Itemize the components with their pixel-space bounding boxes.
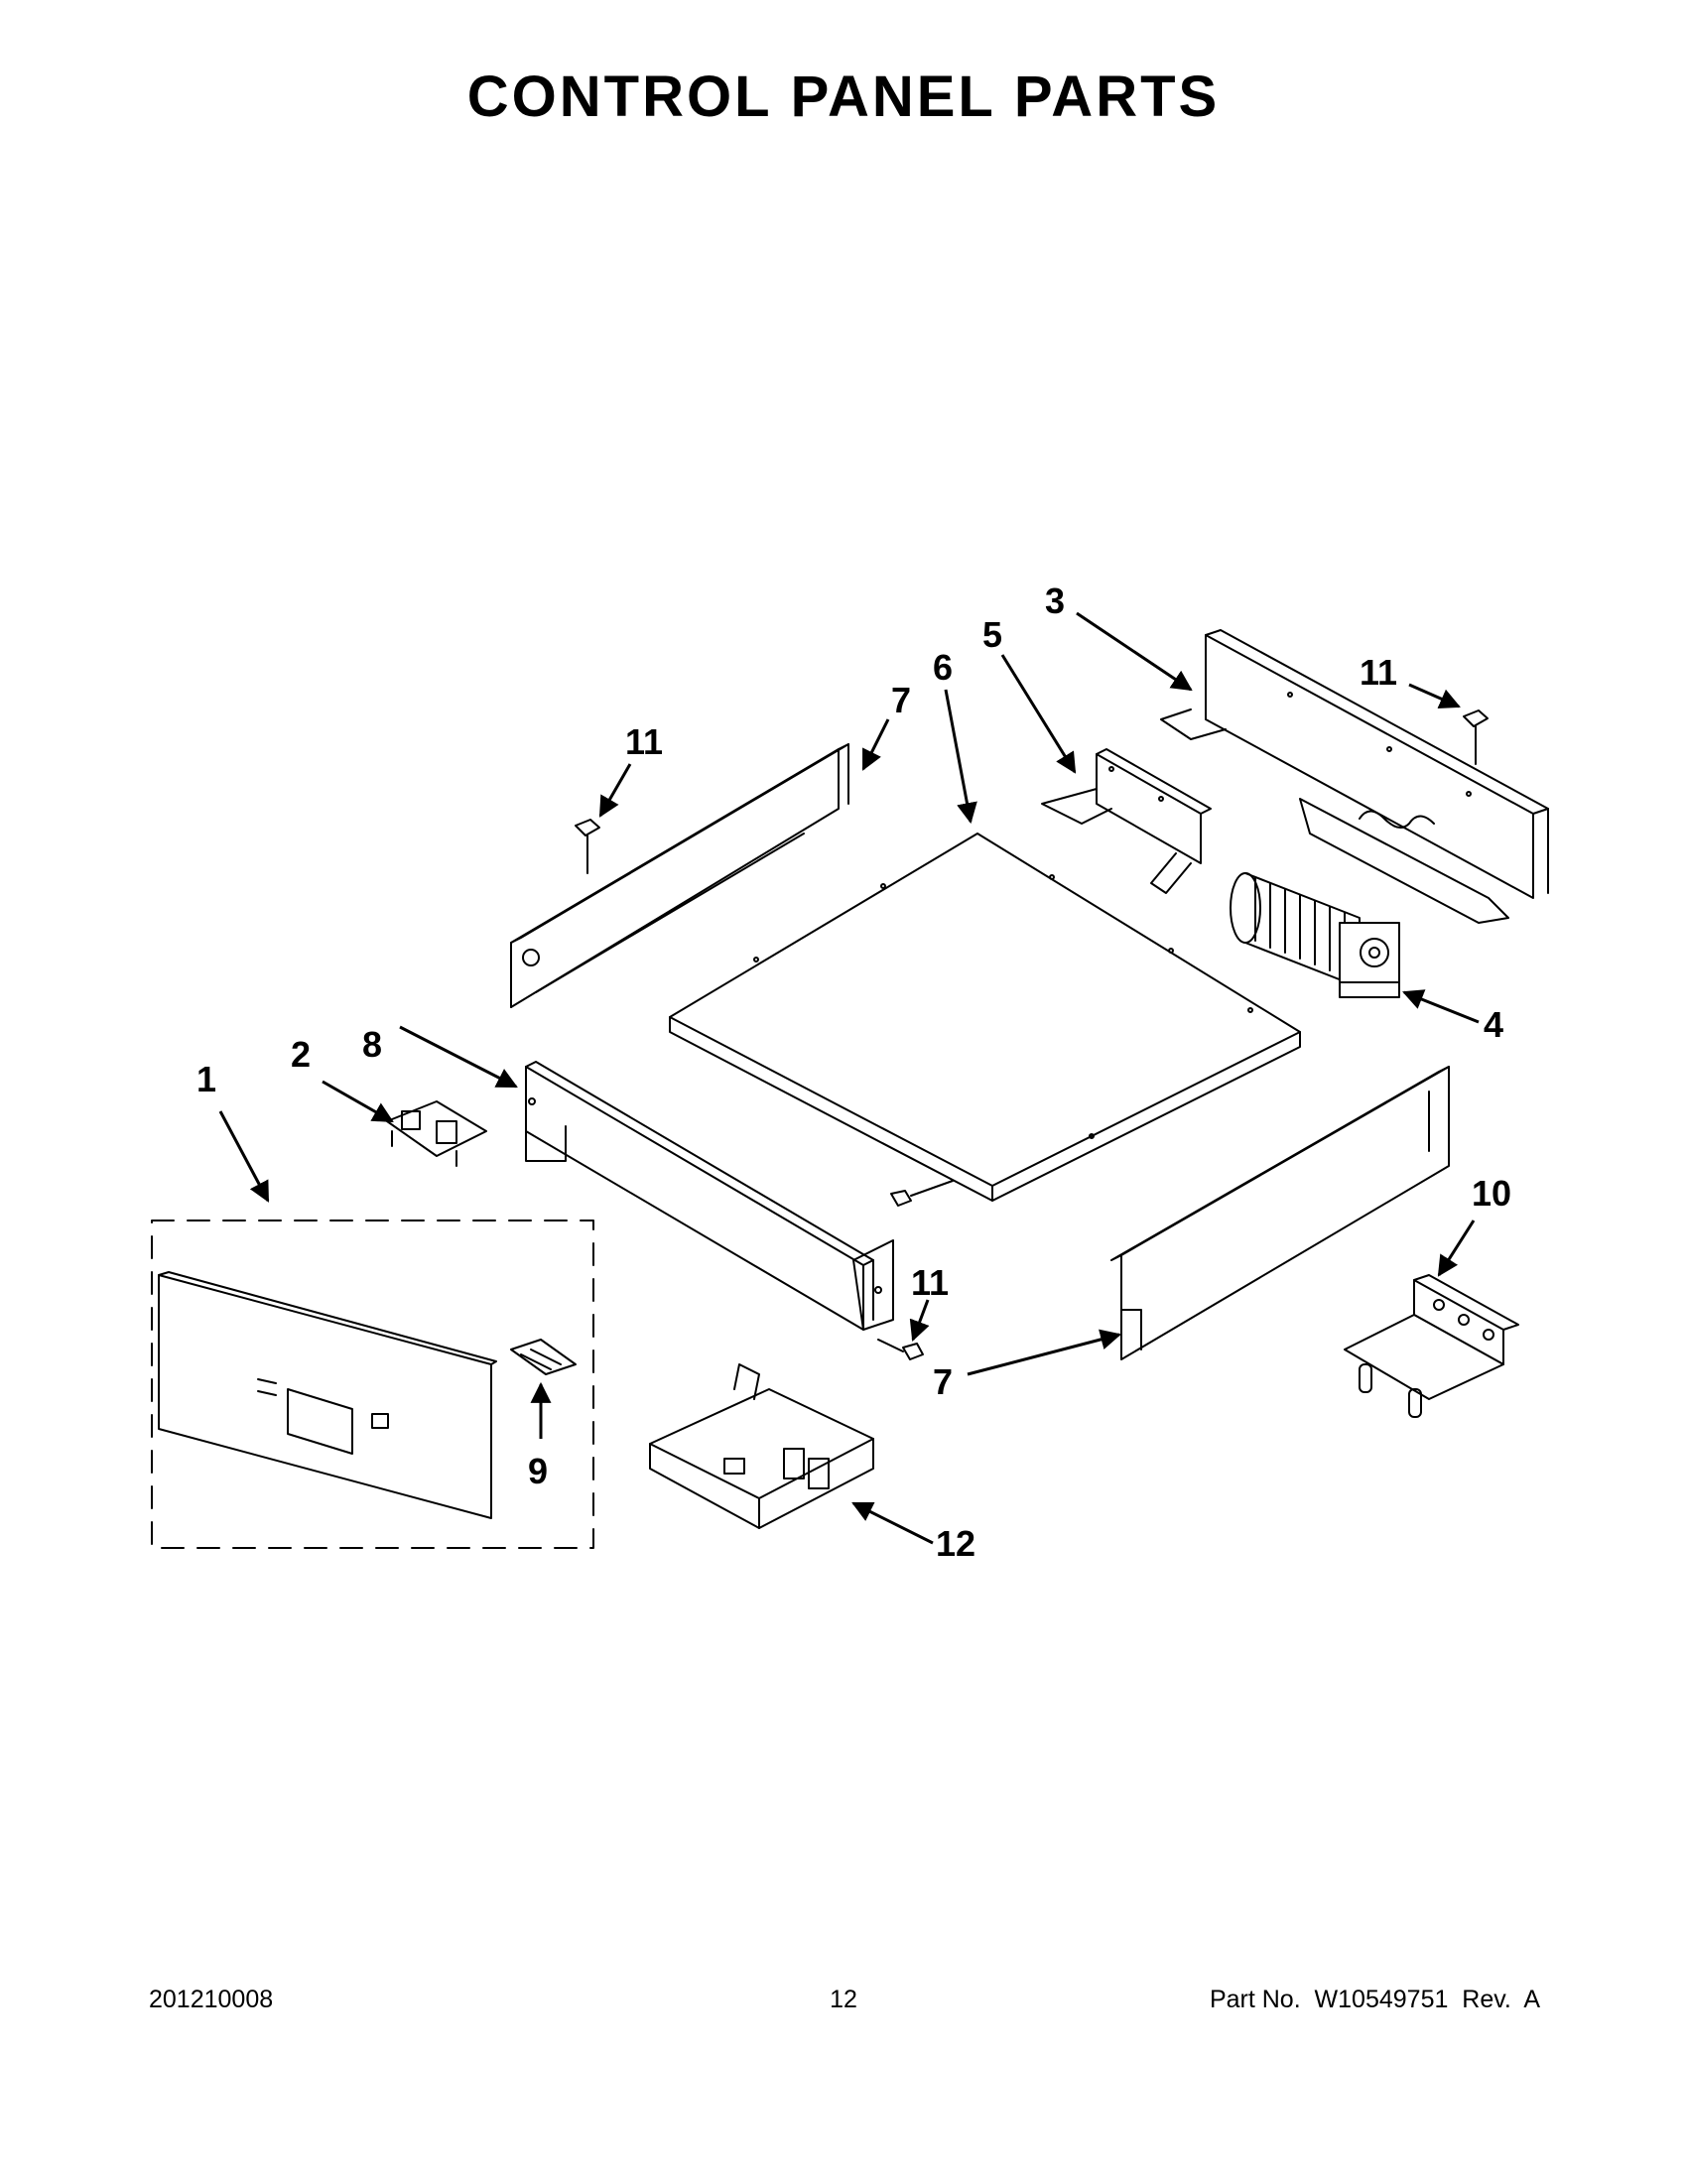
part-8-front-rail: [525, 1061, 894, 1331]
page-title: CONTROL PANEL PARTS: [466, 64, 1221, 129]
arrow-10: [1437, 1220, 1476, 1277]
part-5-bracket: [1041, 748, 1212, 894]
arrow-6: [944, 689, 977, 825]
part-2-circuit-module: [386, 1100, 487, 1167]
arrow-1: [218, 1110, 270, 1203]
part-12-control-board: [649, 1363, 874, 1529]
arrow-7a: [861, 718, 890, 771]
callout-6: 6: [933, 647, 953, 688]
footer-page-number: 12: [830, 1986, 857, 2013]
callout-11c: 11: [911, 1262, 949, 1303]
callout-7b: 7: [933, 1361, 953, 1402]
part-10-bracket: [1344, 1274, 1519, 1418]
arrow-2: [322, 1080, 394, 1123]
callout-12: 12: [936, 1523, 975, 1564]
callout-2: 2: [291, 1034, 311, 1075]
callout-1: 1: [196, 1059, 216, 1099]
footer-part-number: Part No. W10549751 Rev. A: [1209, 1986, 1540, 2013]
arrow-11b: [1408, 683, 1461, 708]
footer-code: 201210008: [149, 1986, 274, 2013]
arrow-12: [851, 1501, 934, 1545]
screw-11-center: [890, 1180, 954, 1207]
arrow-7b: [967, 1329, 1122, 1376]
callout-5: 5: [982, 614, 1002, 655]
arrow-4: [1402, 989, 1480, 1024]
leader-arrows: [218, 611, 1480, 1545]
callout-10: 10: [1472, 1173, 1511, 1214]
arrow-3: [1076, 611, 1193, 692]
callout-7a: 7: [891, 680, 911, 720]
part-9-grille: [510, 1339, 577, 1375]
callout-labels: 1 2 3 4 5 6 7 7 8 9 10 11 11 11 12: [196, 580, 1511, 1564]
part-1-control-panel-group: [151, 1220, 594, 1549]
arrow-5: [1000, 654, 1077, 774]
callout-8: 8: [362, 1024, 382, 1065]
callout-9: 9: [528, 1451, 548, 1491]
part-3-back-rail: [1160, 629, 1549, 924]
callout-11b: 11: [1360, 652, 1397, 693]
screw-11-right: [1463, 709, 1489, 765]
arrow-11a: [598, 763, 632, 818]
part-4-blower-fan: [1230, 872, 1400, 998]
screw-11-lower: [877, 1339, 924, 1360]
arrow-8: [399, 1025, 518, 1089]
part-6-cover-plate: [669, 833, 1301, 1202]
screw-11-left: [575, 819, 600, 874]
part-7-right-rail: [1110, 1066, 1450, 1360]
arrow-11c: [909, 1299, 930, 1342]
part-7-left-side-rail: [510, 743, 849, 1008]
callout-3: 3: [1045, 580, 1065, 621]
callout-4: 4: [1484, 1004, 1503, 1045]
callout-11a: 11: [625, 721, 663, 762]
